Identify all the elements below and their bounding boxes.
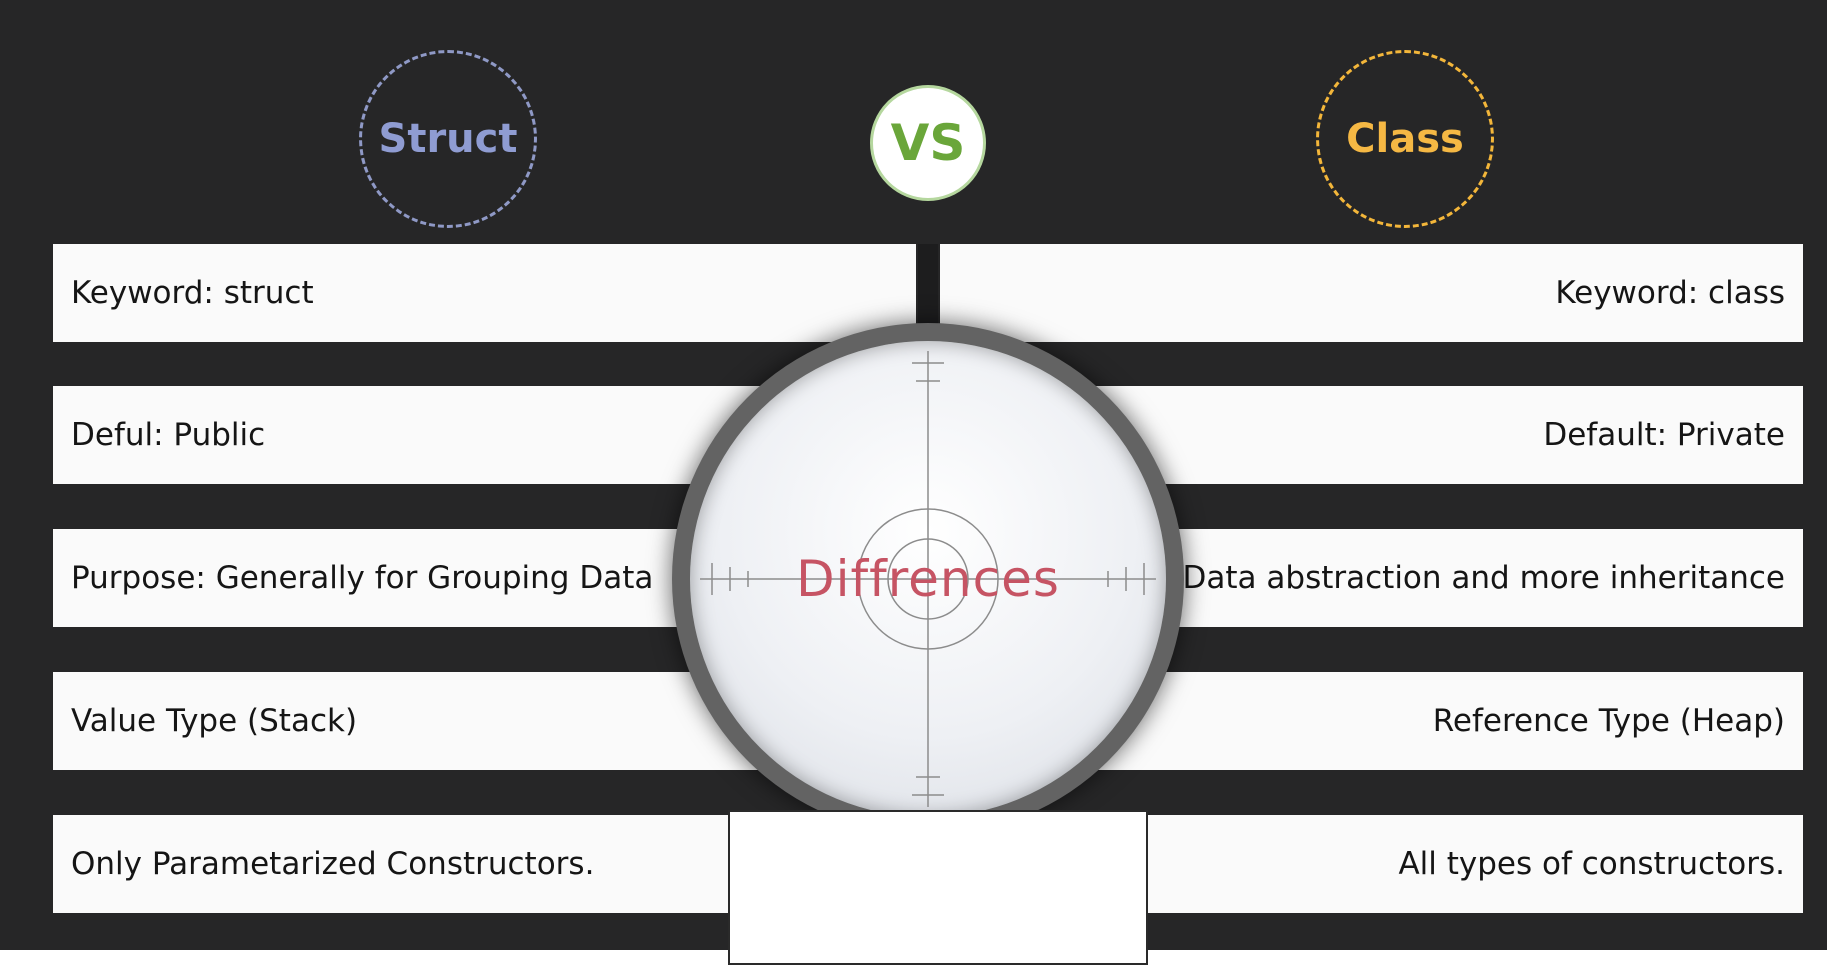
crosshair-icon bbox=[700, 351, 1156, 807]
class-header: Class bbox=[1316, 50, 1494, 228]
class-row-text: Default: Private bbox=[1543, 417, 1785, 453]
struct-row-text: Deful: Public bbox=[71, 417, 266, 453]
class-row-text: Data abstraction and more inheritance bbox=[1182, 560, 1785, 596]
class-row-text: Reference Type (Heap) bbox=[1432, 703, 1785, 739]
struct-row-text: Value Type (Stack) bbox=[71, 703, 358, 739]
magnifier-crosshair-icon: Diffrences bbox=[672, 323, 1184, 835]
struct-row-text: Purpose: Generally for Grouping Data bbox=[71, 560, 654, 596]
center-divider bbox=[918, 244, 938, 324]
struct-row-text: Keyword: struct bbox=[71, 275, 314, 311]
struct-header-label: Struct bbox=[378, 116, 518, 162]
struct-header: Struct bbox=[359, 50, 537, 228]
vs-badge: VS bbox=[870, 85, 986, 201]
class-row-text: Keyword: class bbox=[1555, 275, 1785, 311]
class-row-keyword: Keyword: class bbox=[940, 244, 1803, 342]
vs-label: VS bbox=[890, 114, 966, 172]
struct-row-keyword: Keyword: struct bbox=[53, 244, 916, 342]
class-row-text: All types of constructors. bbox=[1398, 846, 1785, 882]
blank-overlay-box bbox=[728, 810, 1148, 965]
struct-row-text: Only Parametarized Constructors. bbox=[71, 846, 595, 882]
class-header-label: Class bbox=[1346, 116, 1464, 162]
